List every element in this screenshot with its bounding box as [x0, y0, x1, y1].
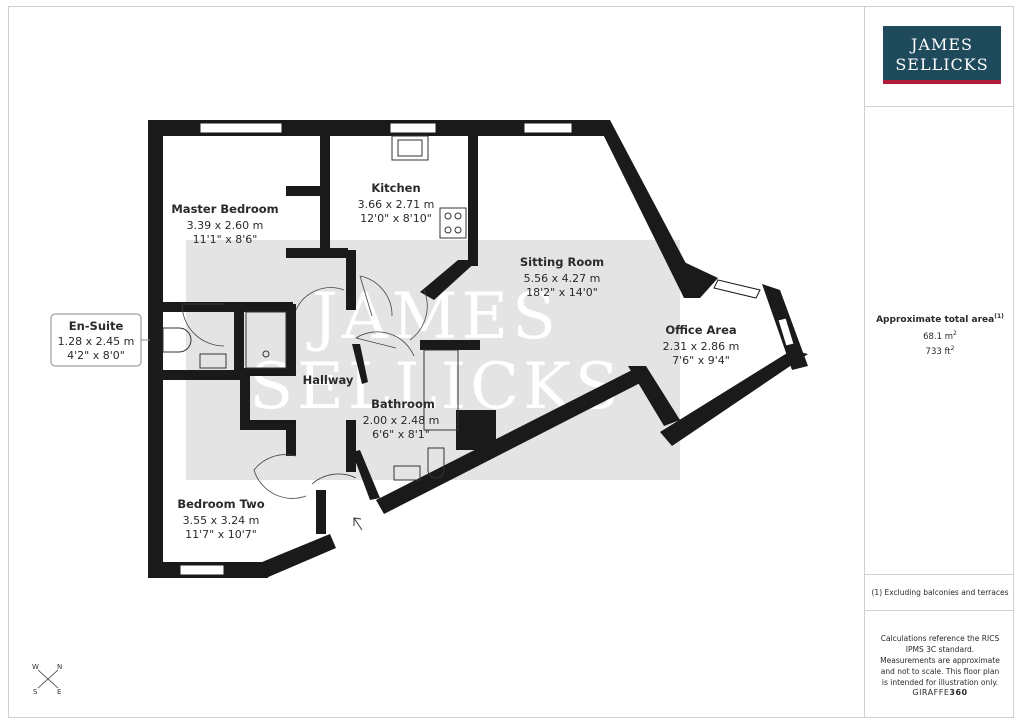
room-metric-en-suite: 1.28 x 2.45 m [58, 335, 135, 348]
area-sqm-value: 68.1 m [923, 331, 954, 342]
room-metric-bedroom-two: 3.55 x 3.24 m [183, 514, 260, 527]
divider [865, 106, 1014, 107]
room-imperial-sitting-room: 18'2" x 14'0" [526, 286, 598, 299]
room-metric-office-area: 2.31 x 2.86 m [663, 340, 740, 353]
room-metric-bathroom: 2.00 x 2.48 m [363, 414, 440, 427]
doors [181, 275, 428, 499]
logo-line2: SELLICKS [895, 55, 989, 74]
brand-name: GIRAFFE [912, 688, 950, 697]
en-suite-callout: En-Suite 1.28 x 2.45 m 4'2" x 8'0" [50, 313, 150, 367]
compass-n: N [57, 663, 62, 671]
room-imperial-master-bedroom: 11'1" x 8'6" [193, 233, 258, 246]
area-title: Approximate total area(1) [865, 313, 1015, 325]
room-name-en-suite: En-Suite [69, 319, 124, 333]
room-metric-master-bedroom: 3.39 x 2.60 m [187, 219, 264, 232]
room-name-bathroom: Bathroom [371, 397, 435, 411]
brand-num: 360 [949, 688, 968, 697]
room-metric-kitchen: 3.66 x 2.71 m [358, 198, 435, 211]
footnote: (1) Excluding balconies and terraces [871, 588, 1009, 597]
compass-w: W [32, 663, 39, 671]
compass-s: S [33, 688, 38, 696]
windows [179, 122, 795, 576]
compass-e: E [57, 688, 61, 696]
watermark-box [186, 240, 680, 480]
room-imperial-en-suite: 4'2" x 8'0" [67, 349, 125, 362]
room-imperial-bathroom: 6'6" x 8'1" [372, 428, 430, 441]
room-imperial-kitchen: 12'0" x 8'10" [360, 212, 432, 225]
room-name-master-bedroom: Master Bedroom [171, 202, 278, 216]
interior-walls [163, 136, 496, 534]
area-sqft-sup: 2 [950, 345, 955, 352]
divider [865, 610, 1014, 611]
divider [865, 574, 1014, 575]
page-frame [8, 6, 1014, 718]
area-sqft-value: 733 ft [925, 346, 951, 357]
area-title-text: Approximate total area [876, 315, 995, 325]
room-name-hallway: Hallway [303, 373, 354, 387]
logo-line1: JAMES [911, 35, 973, 54]
room-name-office-area: Office Area [665, 323, 736, 337]
room-imperial-bedroom-two: 11'7" x 10'7" [185, 528, 257, 541]
area-sqm: 68.1 m2 [865, 330, 1015, 342]
calculation-note: Calculations reference the RICS IPMS 3C … [880, 634, 1000, 687]
sidebar: JAMES SELLICKS Approximate total area(1)… [864, 6, 1014, 718]
brand-mark: GIRAFFE360 [865, 688, 1015, 697]
room-name-sitting-room: Sitting Room [520, 255, 604, 269]
area-title-note: (1) [994, 313, 1004, 320]
area-sqft: 733 ft2 [865, 345, 1015, 357]
logo-accent-bar [883, 80, 1001, 84]
room-name-kitchen: Kitchen [371, 181, 420, 195]
company-logo: JAMES SELLICKS [883, 26, 1001, 84]
room-metric-sitting-room: 5.56 x 4.27 m [524, 272, 601, 285]
entrance-arrow-icon [353, 517, 363, 531]
area-sqm-sup: 2 [953, 330, 957, 337]
compass-icon: W N S E [32, 663, 62, 696]
fixtures [162, 135, 467, 481]
room-imperial-office-area: 7'6" x 9'4" [672, 354, 730, 367]
room-name-bedroom-two: Bedroom Two [177, 497, 264, 511]
